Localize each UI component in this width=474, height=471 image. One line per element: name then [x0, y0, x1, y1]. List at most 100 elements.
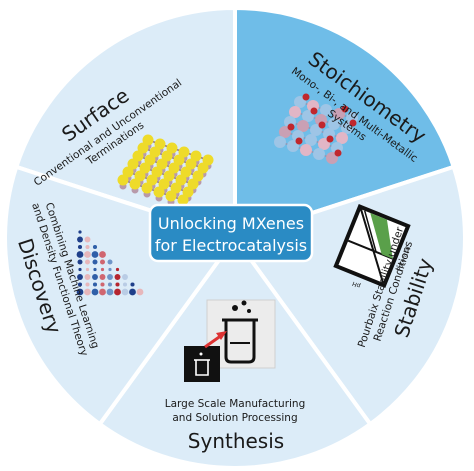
heatmap-cell — [114, 274, 121, 280]
termination-atom — [341, 105, 349, 113]
surface-atom — [154, 138, 166, 150]
termination-atom — [326, 135, 334, 143]
heatmap-cell — [136, 288, 144, 296]
termination-atom — [295, 137, 303, 145]
metal-atom — [336, 132, 348, 144]
surface-atom — [144, 154, 156, 166]
surface-atom — [151, 166, 163, 178]
heatmap-cell — [84, 236, 91, 243]
surface-atom — [127, 158, 139, 170]
termination-atom — [334, 149, 342, 157]
heatmap-cell — [92, 274, 98, 280]
heatmap-cell — [91, 251, 99, 258]
termination-atom — [287, 123, 295, 131]
beaker-icon — [222, 300, 258, 364]
heatmap-cell — [84, 274, 91, 280]
surface-atom — [173, 154, 185, 166]
heatmap-cell — [77, 274, 83, 280]
surface-atom — [163, 170, 175, 182]
heatmap-cell — [92, 259, 98, 265]
heatmap-cell — [85, 267, 90, 272]
surface-atom — [168, 162, 180, 174]
termination-atom — [310, 107, 318, 115]
surface-atom — [129, 178, 141, 190]
surface-atom — [177, 194, 189, 206]
heatmap-cell — [100, 267, 105, 272]
surface-atom — [117, 174, 129, 186]
surface-atom — [180, 166, 192, 178]
surface-atom — [134, 170, 146, 182]
surface-atom — [153, 186, 165, 198]
stability-label-group: Pourbaix Stability under Reaction Condit… — [356, 225, 438, 349]
surface-atom — [190, 150, 202, 162]
heatmap-cell — [99, 288, 106, 296]
heatmap-cell — [77, 236, 83, 243]
surface-atom — [202, 154, 214, 166]
surface-atom — [142, 134, 154, 146]
pourbaix-axis-y: pH — [351, 280, 361, 290]
heatmap-cell — [77, 282, 83, 287]
heatmap-cell — [85, 244, 90, 250]
heatmap-cell — [99, 251, 106, 258]
termination-atom — [302, 93, 310, 101]
heatmap-cell — [85, 282, 90, 287]
heatmap-cell — [129, 288, 136, 296]
stoichiometry-crystal-icon — [274, 93, 358, 164]
synthesis-subtitle-line1: Large Scale Manufacturing — [165, 398, 306, 410]
heatmap-cell — [107, 274, 113, 280]
metal-atom — [320, 104, 332, 116]
discovery-heatmap-icon — [76, 230, 144, 296]
pourbaix-diagram-icon: Potential pH — [333, 203, 412, 290]
surface-atom — [166, 142, 178, 154]
metal-atom — [294, 96, 306, 108]
heatmap-cell — [92, 282, 98, 287]
surface-atom — [141, 182, 153, 194]
heatmap-cell — [107, 259, 113, 265]
surface-crystal-icon — [117, 134, 214, 210]
heatmap-cell — [100, 282, 105, 287]
center-title-box: Unlocking MXenes for Electrocatalysis — [148, 203, 314, 263]
metal-atom — [318, 138, 330, 150]
surface-atom — [197, 162, 209, 174]
metal-atom — [279, 126, 291, 138]
heatmap-cell — [85, 259, 90, 265]
metal-atom — [274, 136, 286, 148]
center-title-line1: Unlocking MXenes — [158, 214, 304, 233]
surface-atom — [175, 174, 187, 186]
heatmap-cell — [115, 267, 120, 272]
heatmap-cell — [76, 251, 84, 258]
heatmap-cell — [114, 288, 121, 296]
surface-atom — [137, 142, 149, 154]
metal-atom — [326, 152, 338, 164]
surface-atom — [187, 178, 199, 190]
heatmap-cell — [130, 282, 135, 287]
synthesis-label-group: Large Scale Manufacturing and Solution P… — [165, 398, 306, 453]
heatmap-cell — [122, 274, 128, 280]
heatmap-cell — [92, 244, 98, 250]
metal-atom — [313, 148, 325, 160]
surface-atom — [185, 158, 197, 170]
heatmap-cell — [76, 288, 84, 296]
heatmap-cell — [77, 259, 83, 265]
heatmap-cell — [84, 288, 91, 296]
surface-atom — [161, 150, 173, 162]
small-beaker-icon — [194, 352, 210, 376]
surface-atom — [170, 182, 182, 194]
heatmap-cell — [84, 251, 91, 258]
metal-atom — [341, 122, 353, 134]
heatmap-cell — [107, 282, 113, 287]
metal-atom — [305, 134, 317, 146]
heatmap-cell — [106, 288, 114, 296]
heatmap-cell — [100, 259, 105, 265]
surface-atom — [146, 174, 158, 186]
synthesis-illustration — [184, 299, 276, 382]
metal-atom — [289, 106, 301, 118]
surface-atom — [122, 166, 134, 178]
surface-atom — [132, 150, 144, 162]
metal-atom — [310, 124, 322, 136]
heatmap-cell — [108, 267, 112, 272]
heatmap-cell — [115, 282, 120, 287]
metal-atom — [333, 108, 345, 120]
metal-atom — [297, 120, 309, 132]
